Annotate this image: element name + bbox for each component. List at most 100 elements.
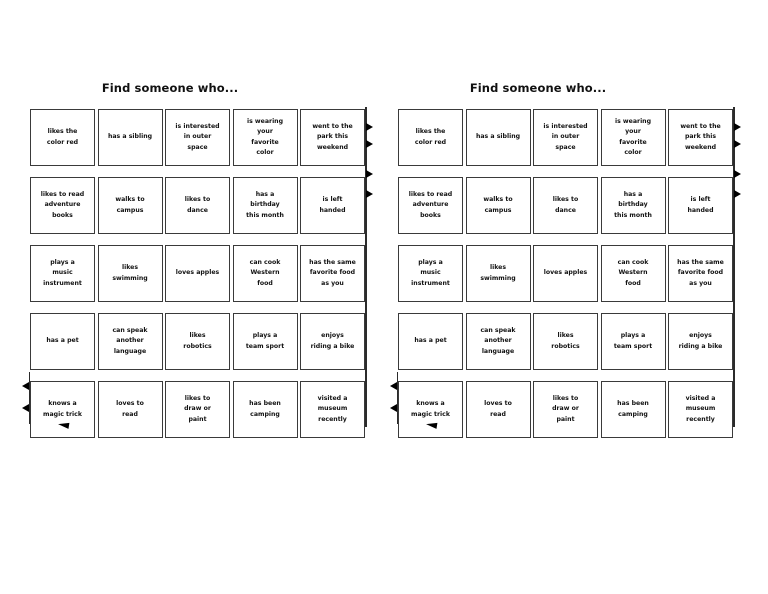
- pennant-marker-icon: [390, 404, 397, 412]
- marker-stem-right: [365, 107, 366, 427]
- bingo-cell[interactable]: has a pet: [398, 313, 463, 370]
- marker-stem-right: [733, 107, 734, 427]
- pennant-marker-icon: [366, 190, 373, 198]
- bingo-cell[interactable]: has a sibling: [465, 109, 531, 166]
- bingo-cell-label: loves apples: [543, 269, 588, 277]
- pennant-marker-icon: [366, 123, 373, 131]
- pennant-marker-icon: [390, 382, 397, 390]
- bingo-cell-label: loves apples: [175, 269, 220, 277]
- pennant-marker-icon: [22, 404, 29, 412]
- bingo-cell[interactable]: has a sibling: [97, 109, 163, 166]
- page-title: Find someone who...: [469, 81, 607, 95]
- pennant-marker-icon: [366, 140, 373, 148]
- bingo-cell-label: has a pet: [414, 337, 447, 345]
- pennant-marker-icon: [734, 123, 741, 131]
- pennant-marker-icon: [734, 140, 741, 148]
- bingo-cell[interactable]: loves apples: [533, 245, 598, 302]
- marker-stem-left: [29, 372, 30, 424]
- bingo-cell-label: has a pet: [46, 337, 79, 345]
- bingo-cell[interactable]: loves apples: [165, 245, 230, 302]
- bingo-cell[interactable]: has a pet: [30, 313, 95, 370]
